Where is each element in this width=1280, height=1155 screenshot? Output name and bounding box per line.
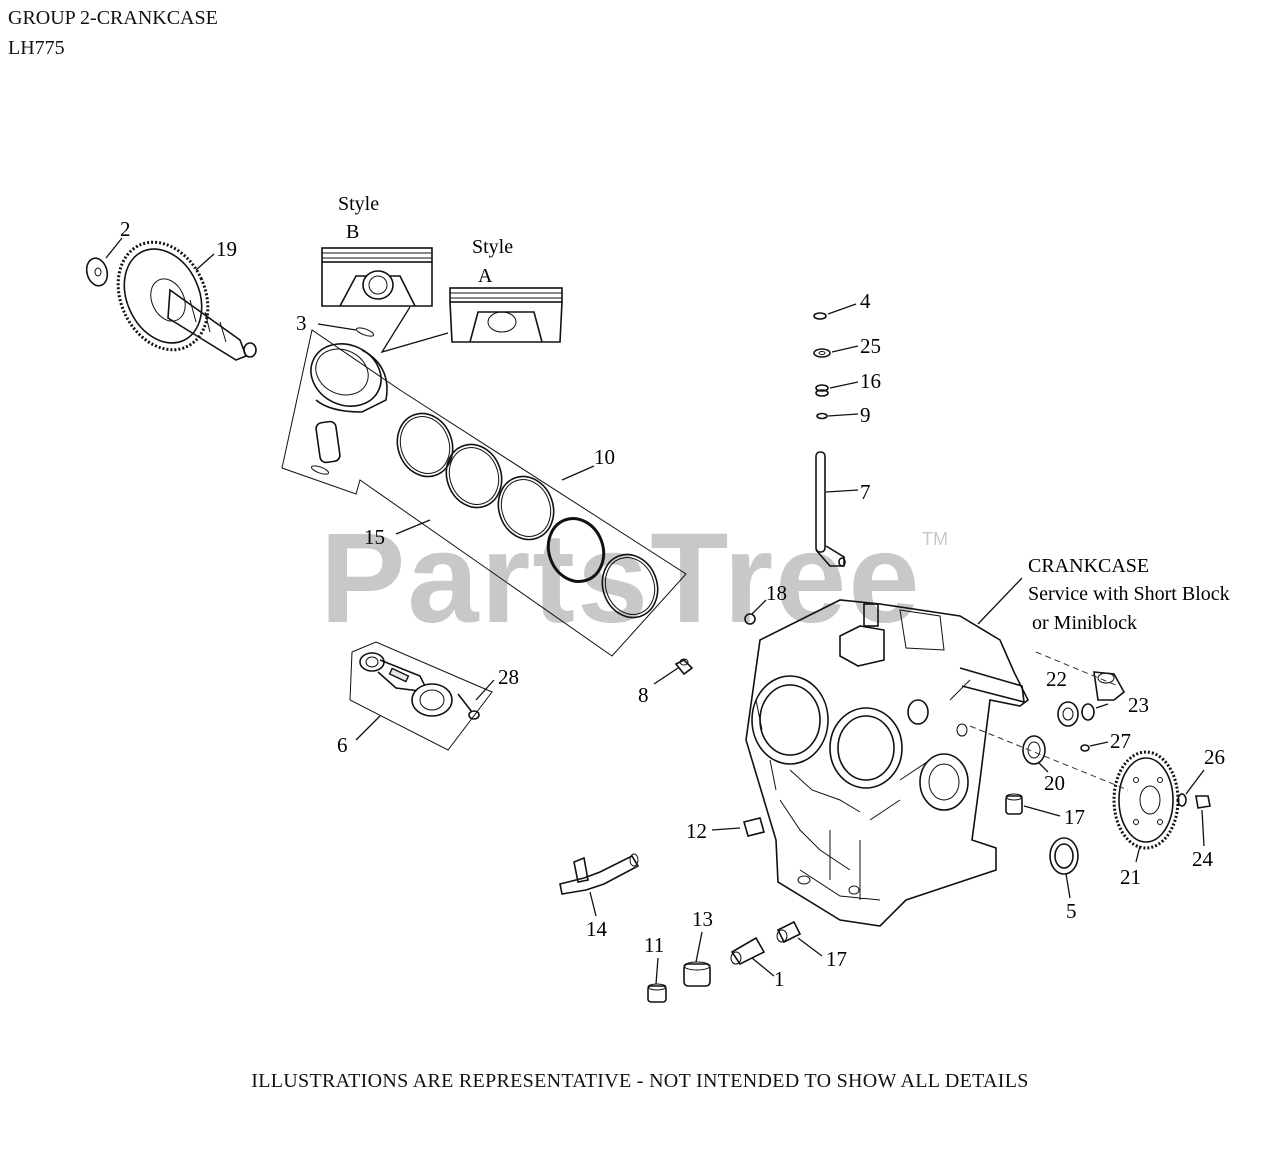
crankcase-block[interactable] xyxy=(745,599,1030,927)
part-18-plug[interactable] xyxy=(744,613,756,625)
callout-14[interactable]: 14 xyxy=(586,917,608,941)
style-a-letter: A xyxy=(478,265,493,287)
callout-17-lower[interactable]: 17 xyxy=(826,947,847,971)
callout-25[interactable]: 25 xyxy=(860,334,881,358)
part-24-bolt[interactable] xyxy=(1195,795,1211,809)
callout-23[interactable]: 23 xyxy=(1128,693,1149,717)
part-19-camshaft[interactable] xyxy=(101,227,257,364)
callout-2[interactable]: 2 xyxy=(120,217,131,241)
part-11-plug[interactable] xyxy=(647,983,667,1003)
leader-lines xyxy=(105,237,1205,985)
part-7-pushrod[interactable] xyxy=(815,451,846,567)
crankcase-note-title: CRANKCASE xyxy=(1028,555,1149,577)
callout-9[interactable]: 9 xyxy=(860,403,871,427)
callout-11[interactable]: 11 xyxy=(644,933,664,957)
part-12-bushing[interactable] xyxy=(743,817,765,837)
callout-27[interactable]: 27 xyxy=(1110,729,1131,753)
part-15-piston-assembly[interactable] xyxy=(281,326,687,657)
callout-19[interactable]: 19 xyxy=(216,237,237,261)
callout-7[interactable]: 7 xyxy=(860,480,871,504)
part-21-gear[interactable] xyxy=(1112,750,1180,850)
part-25-washer[interactable] xyxy=(813,348,831,358)
callout-22[interactable]: 22 xyxy=(1046,667,1067,691)
part-22-fitting[interactable] xyxy=(1057,701,1079,727)
part-23-elbow-fitting[interactable] xyxy=(1081,671,1126,721)
callout-3[interactable]: 3 xyxy=(296,311,307,335)
piston-style-b[interactable] xyxy=(321,247,433,307)
watermark-tm: TM xyxy=(922,529,948,549)
crankcase-note: CRANKCASE Service with Short Block or Mi… xyxy=(1028,555,1230,634)
style-b-letter: B xyxy=(346,221,359,243)
callout-20[interactable]: 20 xyxy=(1044,771,1065,795)
part-8-pin[interactable] xyxy=(674,658,694,676)
callout-12[interactable]: 12 xyxy=(686,819,707,843)
part-1-dowel-pin[interactable] xyxy=(730,936,766,966)
callout-24[interactable]: 24 xyxy=(1192,847,1214,871)
callout-28[interactable]: 28 xyxy=(498,665,519,689)
part-17-plug-lower[interactable] xyxy=(776,920,802,944)
callout-15[interactable]: 15 xyxy=(364,525,385,549)
part-20-seal[interactable] xyxy=(1022,735,1046,765)
callout-8[interactable]: 8 xyxy=(638,683,649,707)
part-5-oil-seal[interactable] xyxy=(1049,837,1079,875)
callout-18[interactable]: 18 xyxy=(766,581,787,605)
style-b-label: Style xyxy=(338,193,379,215)
part-27-pin[interactable] xyxy=(1080,744,1090,752)
part-16-seal[interactable] xyxy=(815,384,829,397)
style-a-label: Style xyxy=(472,236,513,258)
piston-style-a[interactable] xyxy=(449,287,563,343)
callout-4[interactable]: 4 xyxy=(860,289,871,313)
callout-17-right[interactable]: 17 xyxy=(1064,805,1085,829)
part-10-piston-rings[interactable] xyxy=(389,406,667,626)
crankcase-note-line2: Service with Short Block xyxy=(1028,583,1230,605)
part-26-washer[interactable] xyxy=(1177,793,1187,807)
disclaimer-footer: ILLUSTRATIONS ARE REPRESENTATIVE - NOT I… xyxy=(251,1070,1029,1092)
callout-10[interactable]: 10 xyxy=(594,445,615,469)
part-17-plug-right[interactable] xyxy=(1005,793,1023,815)
part-4-keeper[interactable] xyxy=(813,312,827,320)
style-labels: Style B Style A xyxy=(338,193,513,287)
group-title: GROUP 2-CRANKCASE xyxy=(8,7,218,29)
callout-13[interactable]: 13 xyxy=(692,907,713,931)
callout-1[interactable]: 1 xyxy=(774,967,785,991)
part-28-rod-bolt[interactable] xyxy=(457,693,480,720)
callout-5[interactable]: 5 xyxy=(1066,899,1077,923)
crankcase-note-line3: or Miniblock xyxy=(1032,612,1137,634)
part-2-washer[interactable] xyxy=(84,256,111,288)
part-13-bushing[interactable] xyxy=(683,961,711,987)
callout-6[interactable]: 6 xyxy=(337,733,348,757)
model-number: LH775 xyxy=(8,37,65,59)
callout-26[interactable]: 26 xyxy=(1204,745,1225,769)
callout-21[interactable]: 21 xyxy=(1120,865,1141,889)
callout-labels: 2 19 3 10 15 6 28 4 25 16 9 7 18 8 22 23… xyxy=(120,217,1225,991)
part-9-clip[interactable] xyxy=(816,412,828,420)
callout-16[interactable]: 16 xyxy=(860,369,881,393)
part-14-oil-pickup-tube[interactable] xyxy=(559,853,640,895)
part-6-connecting-rod[interactable] xyxy=(349,641,493,751)
